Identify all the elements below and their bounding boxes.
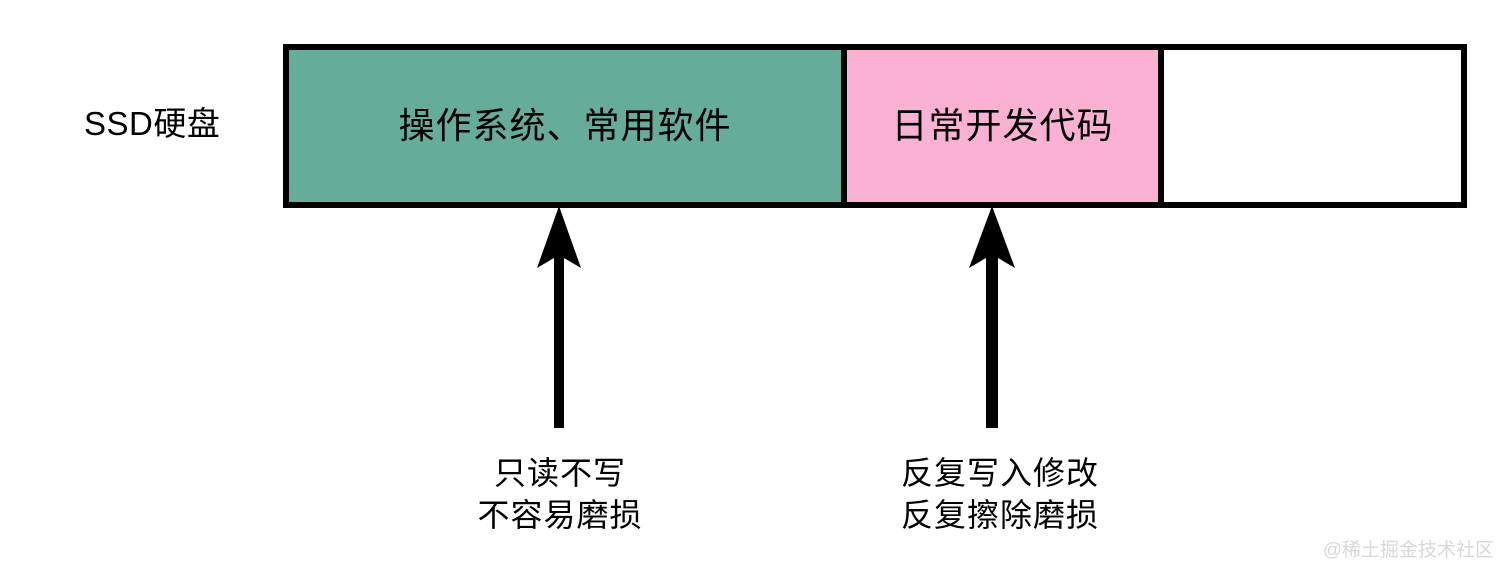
annotation-os-line-2: 不容易磨损: [477, 497, 643, 533]
annotation-code-line-1: 反复写入修改: [900, 455, 1099, 491]
partition-free-space: [1158, 50, 1461, 202]
annotation-code: 反复写入修改 反复擦除磨损: [840, 452, 1160, 536]
ssd-capacity-bar: 操作系统、常用软件 日常开发代码: [283, 44, 1467, 208]
up-arrow-icon-code: [963, 206, 1021, 428]
watermark: @稀土掘金技术社区: [1322, 540, 1494, 561]
annotation-os: 只读不写 不容易磨损: [400, 452, 720, 536]
annotation-os-line-1: 只读不写: [493, 455, 626, 491]
partition-os: 操作系统、常用软件: [289, 50, 841, 202]
up-arrow-icon-os: [531, 206, 587, 428]
annotation-code-line-2: 反复擦除磨损: [900, 497, 1099, 533]
partition-code: 日常开发代码: [841, 50, 1158, 202]
partition-code-label: 日常开发代码: [891, 105, 1114, 146]
partition-os-label: 操作系统、常用软件: [398, 105, 732, 146]
disk-row-label: SSD硬盘: [84, 105, 221, 142]
